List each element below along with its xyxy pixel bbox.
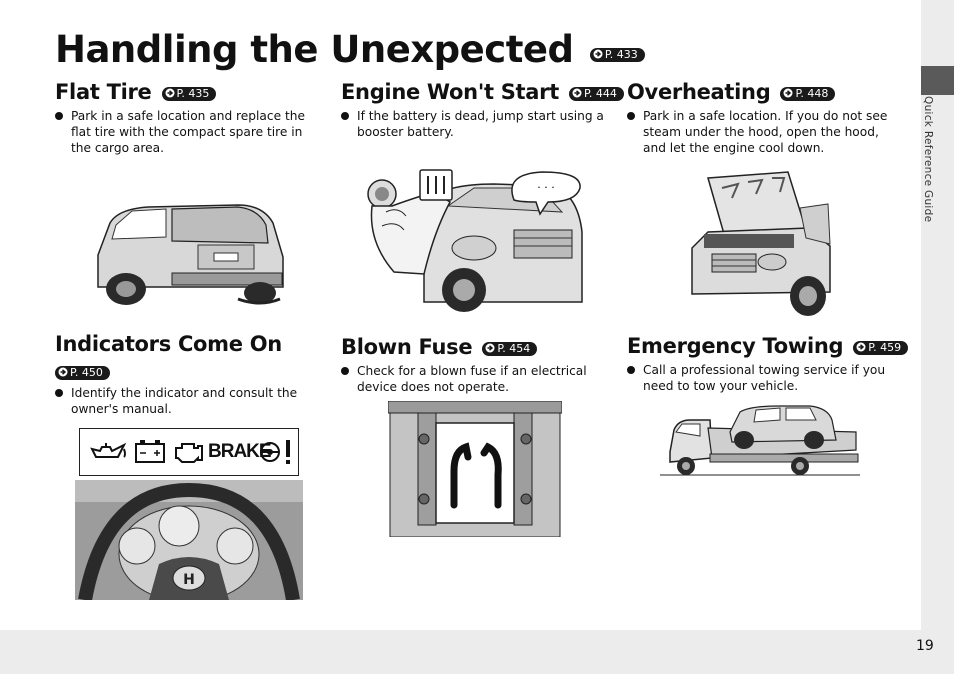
arrow-right-icon: [58, 367, 68, 376]
bullet-icon: [627, 112, 635, 120]
towing-text: Call a professional towing service if yo…: [643, 363, 886, 393]
page-ref-link[interactable]: P. 433: [589, 48, 645, 62]
arrow-right-icon: [856, 342, 866, 352]
flat-tire-text: Park in a safe location and replace the …: [71, 109, 305, 155]
engine-text: If the battery is dead, jump start using…: [357, 109, 604, 139]
section-engine-wont-start: Engine Won't Start P. 444 If the battery…: [341, 80, 624, 140]
page-title: Handling the Unexpected P. 433: [55, 28, 645, 71]
overheating-illustration: [691, 171, 831, 316]
sidebar-tab[interactable]: [921, 66, 954, 95]
section-towing: Emergency Towing P. 459 Call a professio…: [627, 334, 909, 394]
arrow-right-icon: [572, 88, 582, 98]
svg-text:H: H: [183, 572, 195, 588]
battery-charge-icon: [135, 440, 165, 463]
blown-fuse-ref-link[interactable]: P. 454: [482, 342, 538, 356]
bullet-icon: [55, 112, 63, 120]
engine-ref-link[interactable]: P. 444: [568, 87, 624, 101]
indicators-ref-link[interactable]: P. 450: [55, 365, 110, 380]
flat-tire-ref-link[interactable]: P. 435: [161, 87, 217, 101]
sidebar: [921, 0, 954, 630]
engine-heading: Engine Won't Start P. 444: [341, 80, 624, 104]
section-blown-fuse: Blown Fuse P. 454 Check for a blown fuse…: [341, 335, 611, 395]
section-flat-tire: Flat Tire P. 435 Park in a safe location…: [55, 80, 325, 156]
towing-heading-text: Emergency Towing: [627, 334, 844, 358]
towing-ref-link[interactable]: P. 459: [853, 341, 909, 355]
blown-fuse-heading: Blown Fuse P. 454: [341, 335, 611, 359]
overheating-ref-link[interactable]: P. 448: [780, 87, 836, 101]
bullet-icon: [341, 112, 349, 120]
indicators-bullet: Identify the indicator and consult the o…: [55, 385, 315, 417]
indicators-ref-text: P. 450: [70, 365, 103, 379]
overheating-text: Park in a safe location. If you do not s…: [643, 109, 888, 155]
blown-fuse-heading-text: Blown Fuse: [341, 335, 473, 359]
indicator-icons-panel: BRAKE: [79, 428, 299, 476]
brake-warning-icon: [260, 440, 290, 464]
overheating-bullet: Park in a safe location. If you do not s…: [627, 108, 897, 156]
bullet-icon: [55, 389, 63, 397]
fuse-illustration: [388, 401, 562, 537]
flat-tire-suv-illustration: [97, 204, 284, 305]
indicators-text: Identify the indicator and consult the o…: [71, 386, 298, 416]
arrow-right-icon: [593, 49, 603, 59]
blown-fuse-text: Check for a blown fuse if an electrical …: [357, 364, 587, 394]
arrow-right-icon: [485, 343, 495, 353]
arrow-right-icon: [783, 88, 793, 98]
blown-fuse-ref-text: P. 454: [497, 342, 531, 355]
towing-heading: Emergency Towing P. 459: [627, 334, 909, 358]
towing-ref-text: P. 459: [868, 341, 902, 354]
jump-start-illustration: · · ·: [364, 162, 584, 314]
engine-heading-text: Engine Won't Start: [341, 80, 559, 104]
indicators-heading: Indicators Come On: [55, 332, 315, 356]
arrow-right-icon: [165, 88, 175, 98]
sidebar-label: Quick Reference Guide: [922, 96, 936, 256]
page-ref-text: P. 433: [604, 48, 638, 61]
flat-tire-ref-text: P. 435: [176, 87, 210, 100]
oil-pressure-icon: [90, 442, 127, 458]
footer-bar: [0, 630, 954, 674]
page-title-text: Handling the Unexpected: [55, 28, 574, 71]
overheating-heading-text: Overheating: [627, 80, 771, 104]
bullet-icon: [341, 367, 349, 375]
brake-label: BRAKE: [208, 441, 272, 462]
flat-tire-heading-text: Flat Tire: [55, 80, 152, 104]
indicators-heading-text: Indicators Come On: [55, 332, 282, 356]
towing-bullet: Call a professional towing service if yo…: [627, 362, 907, 394]
page-number: 19: [916, 638, 934, 654]
bullet-icon: [627, 366, 635, 374]
speech-bubble-text: · · ·: [537, 181, 554, 194]
check-engine-icon: [175, 443, 203, 463]
tow-truck-illustration: [660, 405, 860, 476]
blown-fuse-bullet: Check for a blown fuse if an electrical …: [341, 363, 611, 395]
section-overheating: Overheating P. 448 Park in a safe locati…: [627, 80, 897, 156]
overheating-ref-text: P. 448: [795, 87, 829, 100]
section-indicators: Indicators Come On P. 450 Identify the i…: [55, 332, 315, 417]
dashboard-illustration: H: [75, 480, 303, 600]
overheating-heading: Overheating P. 448: [627, 80, 897, 104]
sidebar-label-text: Quick Reference Guide: [922, 96, 934, 223]
flat-tire-bullet: Park in a safe location and replace the …: [55, 108, 325, 156]
flat-tire-heading: Flat Tire P. 435: [55, 80, 325, 104]
engine-bullet: If the battery is dead, jump start using…: [341, 108, 611, 140]
engine-ref-text: P. 444: [583, 87, 617, 100]
